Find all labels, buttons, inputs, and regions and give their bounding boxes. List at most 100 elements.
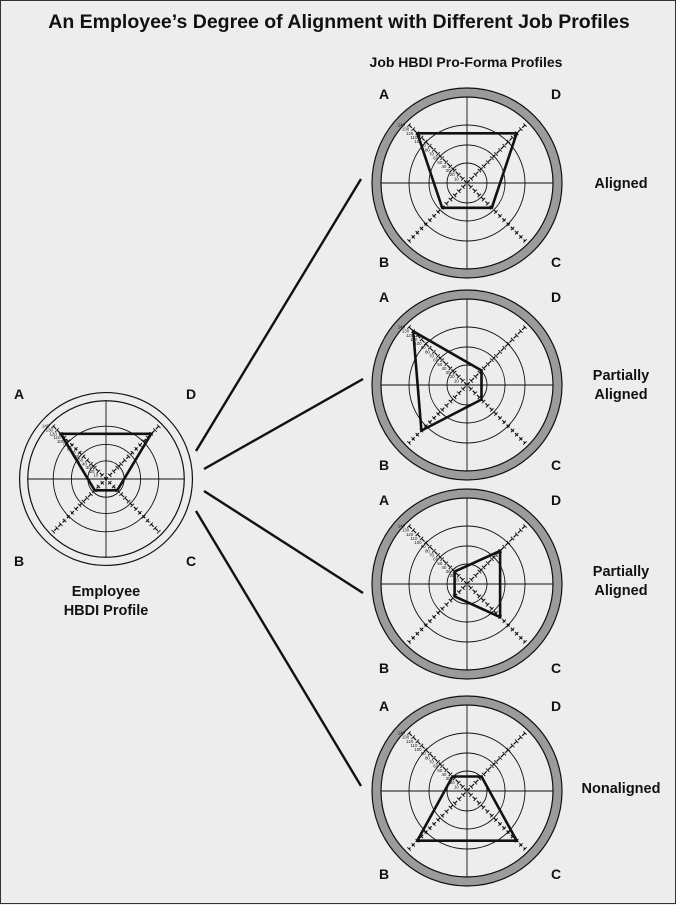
job3-status-line1: Partially	[592, 564, 650, 580]
job4-tick-B-70	[435, 817, 441, 823]
job2-tick-B-40	[448, 399, 453, 404]
job1-quadrant-d-label: D	[550, 86, 562, 102]
job4-tick-B-20	[456, 797, 461, 802]
job3-tick-D-130	[518, 528, 523, 533]
job3-tick-B-80	[431, 615, 436, 620]
job4-tick-C-50	[485, 809, 490, 814]
job1-tick-C-40	[481, 197, 486, 202]
job1-tick-B-120	[415, 230, 420, 235]
job4-scale-label-110: 110	[410, 743, 418, 748]
employee-tick-B-80	[73, 507, 78, 512]
job4-tick-B-60	[440, 813, 445, 818]
job4-tick-C-130	[518, 842, 523, 847]
employee-tick-C-120	[149, 522, 154, 527]
job3-tick-A-40	[448, 565, 453, 570]
job3-tick-D-90	[502, 544, 507, 549]
job2-scale-label-100: 100	[414, 341, 422, 346]
job4-tick-B-40	[448, 805, 453, 810]
job2-tick-D-10	[469, 378, 474, 383]
job4-tick-D-110	[510, 743, 515, 748]
job2-tick-D-100	[506, 341, 511, 346]
employee-tick-C-140	[156, 529, 161, 534]
employee-tick-C-10	[107, 480, 112, 485]
job2-tick-B-120	[415, 432, 420, 437]
job1-tick-D-50	[485, 160, 490, 165]
job1-tick-D-140	[522, 123, 527, 128]
job4-tick-D-100	[506, 747, 511, 752]
job1-scale-label-80: 80	[425, 147, 430, 152]
job3-scale-label-100: 100	[414, 540, 422, 545]
job2-alignment-status: Partially Aligned	[571, 367, 671, 405]
job3-tick-B-10	[460, 586, 465, 591]
job2-tick-A-80	[431, 349, 436, 354]
job3-tick-D-40	[481, 565, 486, 570]
job4-tick-A-140	[407, 731, 412, 736]
job2-tick-C-120	[514, 432, 519, 437]
employee-tick-B-40	[88, 492, 93, 497]
job2-tick-A-60	[440, 358, 445, 363]
job1-scale-label-50: 50	[437, 160, 442, 165]
job2-tick-C-140	[522, 440, 527, 445]
job1-tick-A-90	[427, 143, 432, 148]
job4-tick-A-120	[415, 739, 420, 744]
job1-tick-B-40	[448, 197, 453, 202]
job4-tick-D-140	[522, 731, 527, 736]
figure-title: An Employee’s Degree of Alignment with D…	[48, 11, 630, 33]
job1-tick-C-70	[493, 209, 499, 215]
job2-tick-D-60	[489, 358, 494, 363]
job3-tick-D-50	[485, 561, 490, 566]
job3-scale-label-120: 120	[406, 532, 414, 537]
job3-quadrant-c-label: C	[550, 660, 562, 676]
job3-tick-C-100	[506, 623, 511, 628]
job4-tick-C-30	[477, 801, 482, 806]
employee-tick-B-70	[77, 503, 82, 508]
job1-tick-D-90	[502, 143, 507, 148]
job3-tick-A-20	[456, 573, 461, 578]
job4-tick-B-80	[431, 822, 436, 827]
employee-quadrant-d-label: D	[185, 386, 197, 402]
job1-scale-label-140: 140	[398, 123, 406, 128]
job1-tick-A-40	[448, 164, 453, 169]
job3-scale-label-20: 20	[450, 573, 455, 578]
employee-tick-B-10	[100, 480, 105, 485]
employee-tick-C-80	[134, 507, 139, 512]
job2-tick-D-110	[510, 337, 515, 342]
job3-tick-D-60	[489, 557, 494, 562]
employee-tick-A-30	[92, 465, 97, 470]
job2-scale-label-40: 40	[442, 366, 447, 371]
employee-tick-B-140	[51, 529, 56, 534]
employee-tick-D-20	[111, 469, 116, 474]
job2-tick-A-30	[452, 370, 457, 375]
job3-scale-label-10: 10	[454, 577, 459, 582]
job2-tick-D-40	[481, 366, 486, 371]
job3-tick-B-90	[427, 619, 432, 624]
employee-tick-C-70	[130, 503, 135, 508]
employee-scale-label-130: 130	[46, 428, 54, 433]
job2-scale-label-90: 90	[421, 345, 426, 350]
job2-tick-D-140	[522, 325, 527, 330]
job2-status-line2: Aligned	[594, 387, 648, 403]
job4-tick-D-10	[469, 784, 474, 789]
job3-tick-B-140	[407, 639, 412, 644]
job2-quadrant-c-label: C	[550, 457, 562, 473]
job4-quadrant-a-label: A	[378, 698, 390, 714]
job1-tick-D-130	[518, 127, 523, 132]
job1-tick-C-10	[469, 185, 474, 190]
employee-scale-label-10: 10	[93, 473, 98, 478]
job4-tick-D-80	[498, 755, 503, 760]
job3-tick-D-110	[510, 536, 515, 541]
job2-tick-A-110	[419, 337, 424, 342]
job3-scale-label-40: 40	[442, 565, 447, 570]
job4-tick-D-40	[481, 772, 486, 777]
job1-tick-B-110	[419, 226, 424, 231]
job1-scale-label-90: 90	[421, 143, 426, 148]
employee-tick-D-60	[126, 454, 131, 459]
employee-tick-D-90	[137, 443, 142, 448]
job1-tick-B-80	[431, 214, 436, 219]
job1-scale-label-100: 100	[414, 139, 422, 144]
job2-profile-polygon	[411, 328, 483, 433]
job3-tick-C-30	[477, 594, 482, 599]
employee-tick-B-100	[66, 514, 71, 519]
